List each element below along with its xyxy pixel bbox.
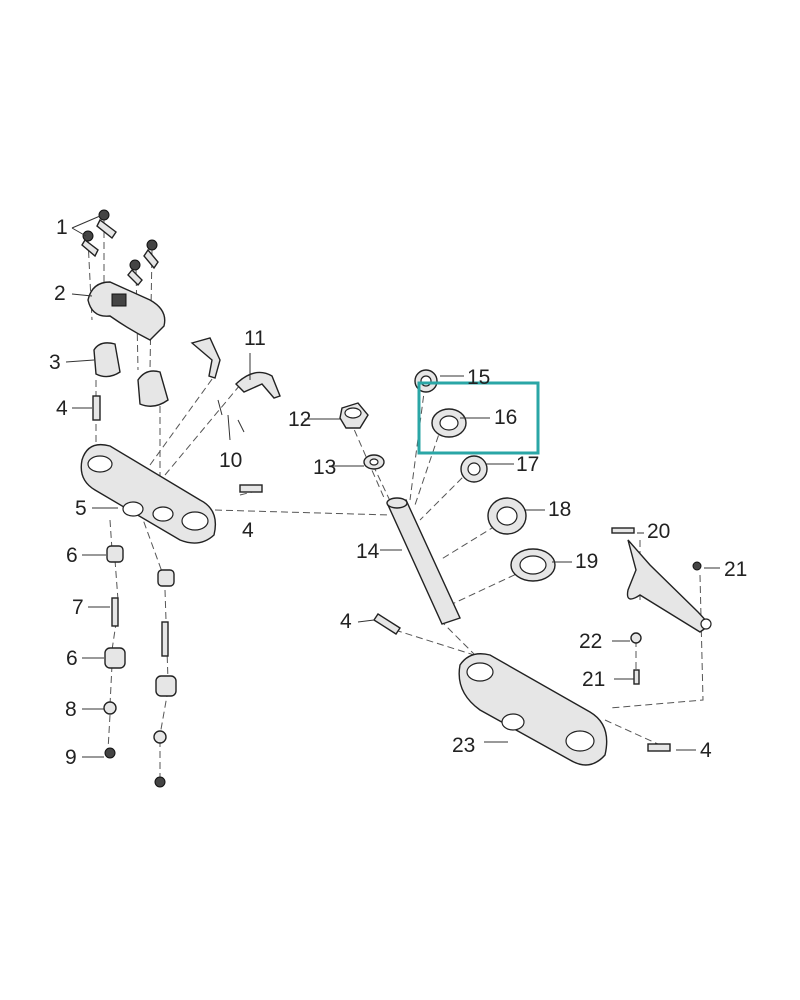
part-14-steering-stem: [386, 497, 461, 625]
parts-20-22-steering-damper: [611, 527, 712, 685]
label-16[interactable]: 16: [494, 406, 517, 429]
label-21b[interactable]: 21: [582, 668, 605, 691]
label-1[interactable]: 1: [56, 216, 68, 239]
label-19[interactable]: 19: [575, 550, 598, 573]
callout-labels: 1 2 3 4 5 6 7 6 8 9 10 11 4 12 13 14 15 …: [49, 216, 747, 769]
part-4-bolt-clamp: [239, 484, 263, 493]
label-2[interactable]: 2: [54, 282, 66, 305]
label-6[interactable]: 6: [66, 544, 78, 567]
parts-15-19-bearings: [414, 369, 556, 582]
label-18[interactable]: 18: [548, 498, 571, 521]
label-4-clamp[interactable]: 4: [242, 519, 254, 542]
label-5[interactable]: 5: [75, 497, 87, 520]
part-4-bolt-lower: [647, 743, 671, 752]
label-15[interactable]: 15: [467, 366, 490, 389]
label-3[interactable]: 3: [49, 351, 61, 374]
parts-12-13: [339, 402, 385, 470]
label-11[interactable]: 11: [244, 327, 266, 350]
label-23[interactable]: 23: [452, 734, 475, 757]
label-14[interactable]: 14: [356, 540, 380, 563]
label-13[interactable]: 13: [313, 456, 336, 479]
label-10[interactable]: 10: [219, 449, 242, 472]
part-23-lower-triple-clamp: [458, 653, 608, 766]
label-4-lower[interactable]: 4: [700, 739, 712, 762]
label-7[interactable]: 7: [72, 596, 84, 619]
parts-10-11-brackets: [190, 337, 281, 433]
label-6b[interactable]: 6: [66, 647, 78, 670]
label-4-stem[interactable]: 4: [340, 610, 352, 633]
part-5-top-triple-clamp: [80, 443, 217, 544]
label-17[interactable]: 17: [516, 453, 539, 476]
label-20[interactable]: 20: [647, 520, 670, 543]
highlight-box-part-16[interactable]: [417, 381, 540, 455]
label-22[interactable]: 22: [579, 630, 602, 653]
part-4-bolt-stem: [373, 613, 401, 635]
part-4-bolt: [92, 395, 101, 421]
part-2-handlebar-clamp-upper: [87, 281, 166, 341]
label-8[interactable]: 8: [65, 698, 77, 721]
label-21[interactable]: 21: [724, 558, 747, 581]
part-3-handlebar-clamp-lower: [93, 342, 169, 407]
part-1-nuts: [81, 209, 159, 287]
label-4[interactable]: 4: [56, 397, 68, 420]
parts-6-to-9: [103, 545, 177, 788]
label-12[interactable]: 12: [288, 408, 311, 431]
label-9[interactable]: 9: [65, 746, 77, 769]
